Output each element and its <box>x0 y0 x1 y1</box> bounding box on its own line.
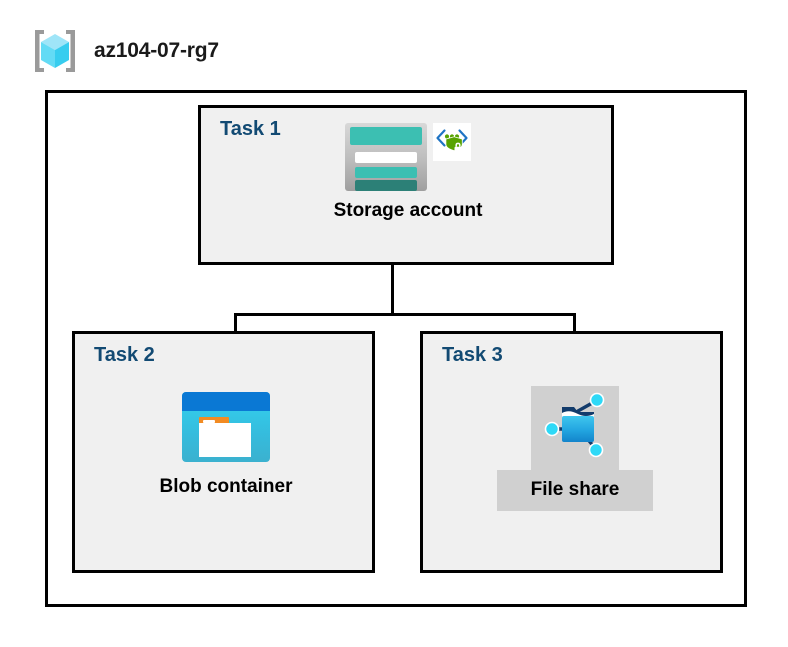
task-box-2: Task 2 Blob container <box>72 331 375 573</box>
task-box-3: Task 3 <box>420 331 723 573</box>
resource-group-name: az104-07-rg7 <box>94 39 219 62</box>
node-storage-account[interactable]: Storage account <box>334 123 482 223</box>
storage-icon-row <box>345 123 471 191</box>
node-blob-container[interactable]: Blob container <box>151 392 301 499</box>
connector-storage-trunk <box>391 262 394 316</box>
file-share-icon-highlight <box>531 386 619 470</box>
blob-container-icon <box>182 392 270 462</box>
resource-group-header: az104-07-rg7 <box>30 26 219 76</box>
task-1-label: Task 1 <box>220 118 281 140</box>
resource-group-cube-icon <box>30 26 80 76</box>
connector-horizontal-bus <box>234 313 576 316</box>
task-box-1: Task 1 <box>198 105 614 265</box>
file-share-caption: File share <box>530 479 620 500</box>
file-share-icon <box>538 389 612 468</box>
blob-container-caption: Blob container <box>159 476 293 497</box>
task-2-label: Task 2 <box>94 344 155 366</box>
file-share-caption-highlight: File share <box>496 470 654 511</box>
storage-account-caption: Storage account <box>333 200 483 221</box>
task-3-label: Task 3 <box>442 344 503 366</box>
storage-account-icon <box>345 123 427 191</box>
secure-transfer-shield-icon <box>433 123 471 161</box>
node-file-share[interactable]: File share <box>496 386 654 511</box>
